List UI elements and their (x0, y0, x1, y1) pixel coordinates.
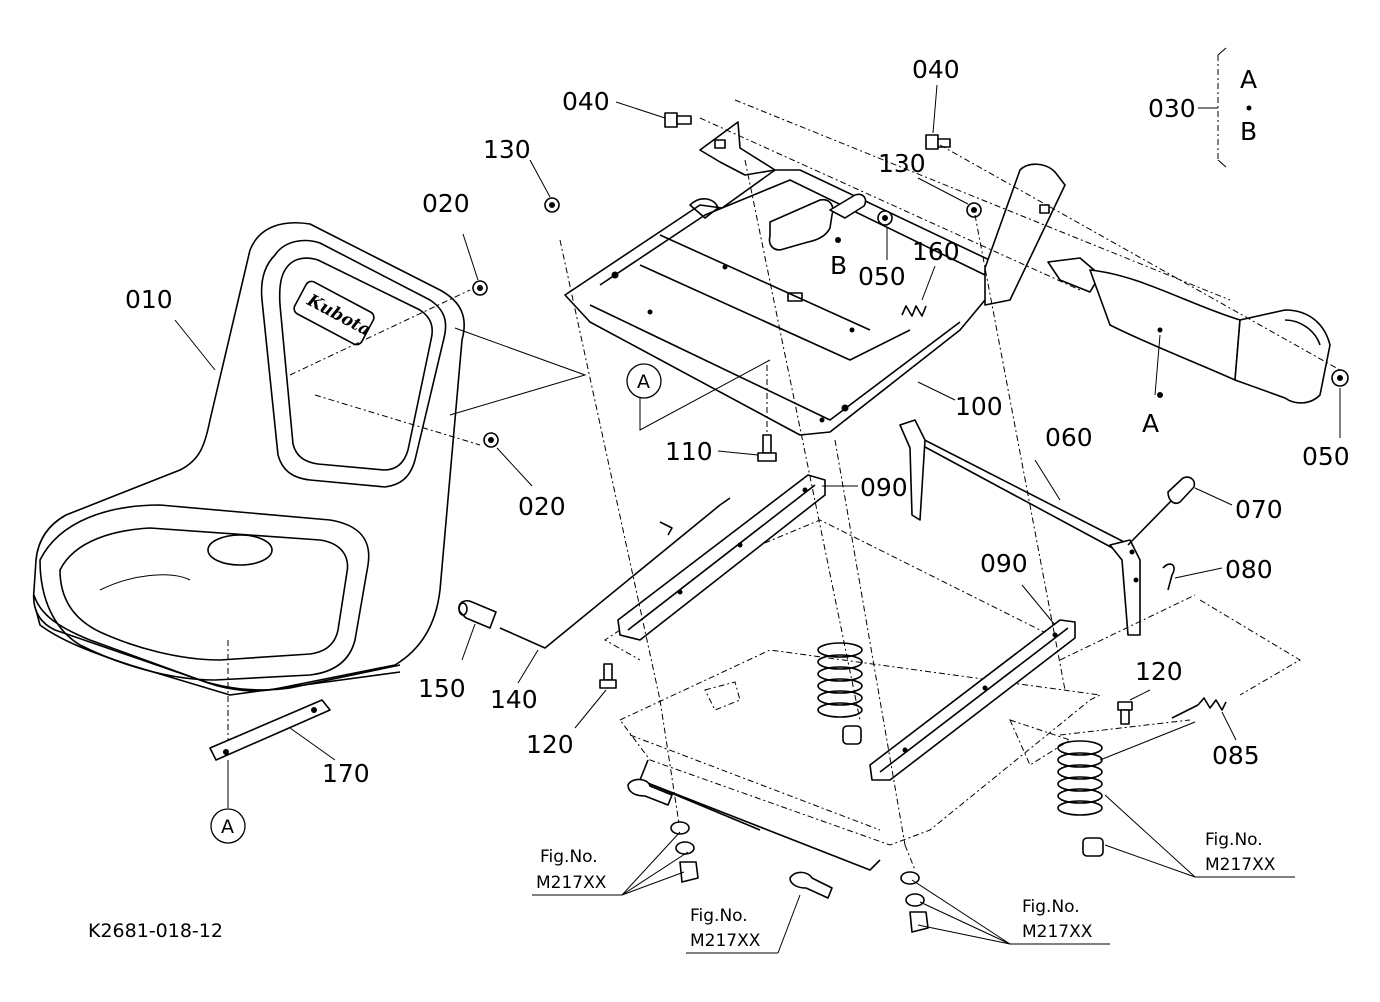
seatbelt-buckle (768, 193, 867, 251)
callout-030-b: B (1240, 117, 1257, 146)
spring-right (1057, 740, 1104, 857)
callout-090-right: 090 (980, 549, 1028, 578)
svg-text:Fig.No.: Fig.No. (1022, 897, 1080, 917)
bolt-020-lower (483, 432, 499, 448)
svg-text:Fig.No.: Fig.No. (1205, 830, 1263, 850)
callout-130-left: 130 (483, 135, 531, 164)
callout-080: 080 (1225, 555, 1273, 584)
callout-140: 140 (490, 685, 538, 714)
seatbelt (1047, 257, 1331, 404)
nut-130-left (544, 197, 560, 213)
svg-text:M217XX: M217XX (1022, 922, 1093, 942)
svg-text:Fig.No.: Fig.No. (540, 847, 598, 867)
callout-040-left: 040 (562, 87, 610, 116)
washer-set-right (900, 871, 929, 933)
fig-ref-1: Fig.No. M217XX (532, 831, 689, 896)
washer-set-left (670, 821, 699, 883)
marker-a-top: A (637, 371, 650, 393)
callout-020-upper: 020 (422, 189, 470, 218)
callout-130-right: 130 (878, 149, 926, 178)
base-platform (604, 519, 1102, 899)
svg-text:M217XX: M217XX (1205, 855, 1276, 875)
fig-ref-2: Fig.No. M217XX (686, 894, 801, 954)
bolt-020-upper (472, 280, 488, 296)
callout-150: 150 (418, 674, 466, 703)
spring-left (817, 642, 863, 745)
svg-text:M217XX: M217XX (690, 931, 761, 951)
plate-170 (209, 699, 331, 761)
fig-ref-3: Fig.No. M217XX (911, 879, 1110, 945)
callout-020-lower: 020 (518, 492, 566, 521)
spring-160 (901, 305, 927, 317)
callout-120-right: 120 (1135, 657, 1183, 686)
slide-rail-090-left (617, 474, 826, 641)
spring-085 (1171, 697, 1227, 719)
lever-bar-060 (899, 419, 1141, 636)
marker-a-belt: A (1142, 409, 1159, 438)
marker-a-bottom: A (221, 816, 234, 838)
bolt-040-left (664, 112, 692, 128)
clip-080 (1162, 563, 1175, 591)
seat-cushion: Kubota (32, 221, 481, 750)
bolt-110 (757, 434, 777, 462)
callout-050-right: 050 (1302, 442, 1350, 471)
svg-text:Fig.No.: Fig.No. (690, 906, 748, 926)
grip-150 (458, 599, 497, 629)
callout-050-left: 050 (858, 262, 906, 291)
fig-ref-4: Fig.No. M217XX (1104, 794, 1295, 878)
nut-050-right (1331, 369, 1349, 387)
svg-text:M217XX: M217XX (536, 873, 607, 893)
callout-030: 030 (1148, 94, 1196, 123)
callout-070: 070 (1235, 495, 1283, 524)
adjust-lever-140 (499, 497, 731, 649)
callout-110: 110 (665, 437, 713, 466)
callout-160: 160 (912, 237, 960, 266)
callout-120-left: 120 (526, 730, 574, 759)
nut-130-right (966, 202, 982, 218)
callout-085: 085 (1212, 741, 1260, 770)
callout-010: 010 (125, 285, 173, 314)
seat-frame-100 (564, 121, 1066, 436)
marker-b: B (830, 251, 847, 280)
bolt-040-right (925, 134, 951, 150)
callout-090-left: 090 (860, 473, 908, 502)
bolt-120-right (1117, 701, 1133, 725)
nut-050-left (877, 210, 893, 226)
drawing-id: K2681-018-12 (88, 920, 223, 942)
callout-100: 100 (955, 392, 1003, 421)
callout-170: 170 (322, 759, 370, 788)
callout-030-a: A (1240, 65, 1257, 94)
callout-040-right: 040 (912, 55, 960, 84)
knob-070 (1127, 476, 1196, 546)
slide-rail-090-right (869, 619, 1076, 781)
callout-060: 060 (1045, 423, 1093, 452)
bolt-120-left (599, 663, 617, 689)
